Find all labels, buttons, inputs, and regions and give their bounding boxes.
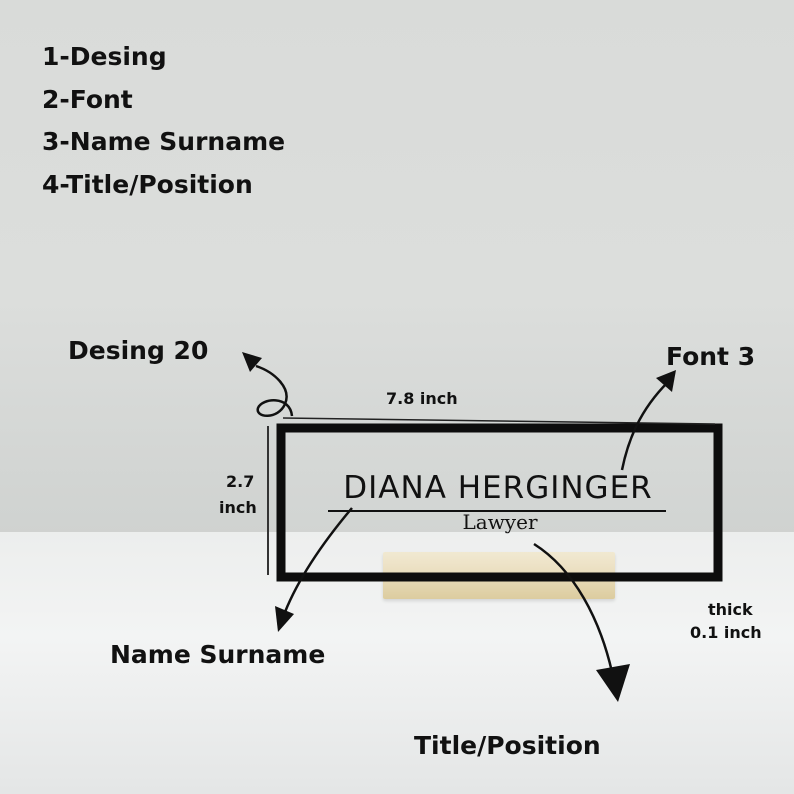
option-item: 4-Title/Position xyxy=(42,169,253,199)
option-item: 1-Desing xyxy=(42,42,167,71)
option-item: 3-Name Surname xyxy=(42,127,286,156)
options-list: 1-Desing 2-Font 3-Name Surname 4-Title/P… xyxy=(42,36,285,206)
width-label: 7.8 inch xyxy=(386,389,458,408)
title-arrow xyxy=(533,542,614,673)
design-arrow xyxy=(255,364,294,417)
font-arrow xyxy=(620,381,669,471)
wall-background xyxy=(0,0,794,540)
option-item: 2-Font xyxy=(42,84,133,114)
width-dimension-line xyxy=(282,417,716,425)
name-arrowhead xyxy=(275,606,294,632)
design-label: Desing 20 xyxy=(68,336,209,365)
title-arrowhead xyxy=(596,664,630,702)
height-unit: inch xyxy=(219,498,257,517)
height-value: 2.7 xyxy=(226,472,255,491)
name-surname-label: Name Surname xyxy=(110,640,326,669)
plate-name-underline xyxy=(328,510,666,512)
title-position-label: Title/Position xyxy=(414,731,601,760)
name-arrow xyxy=(283,507,353,613)
font-arrowhead xyxy=(656,370,676,392)
acrylic-plate xyxy=(276,423,723,582)
thickness-label: thick xyxy=(708,600,753,619)
design-arrowhead xyxy=(242,352,262,372)
font-label: Font 3 xyxy=(666,342,756,371)
thickness-value: 0.1 inch xyxy=(690,623,762,642)
plate-title: Lawyer xyxy=(462,510,538,534)
plate-name: DIANA HERGINGER xyxy=(343,470,653,506)
